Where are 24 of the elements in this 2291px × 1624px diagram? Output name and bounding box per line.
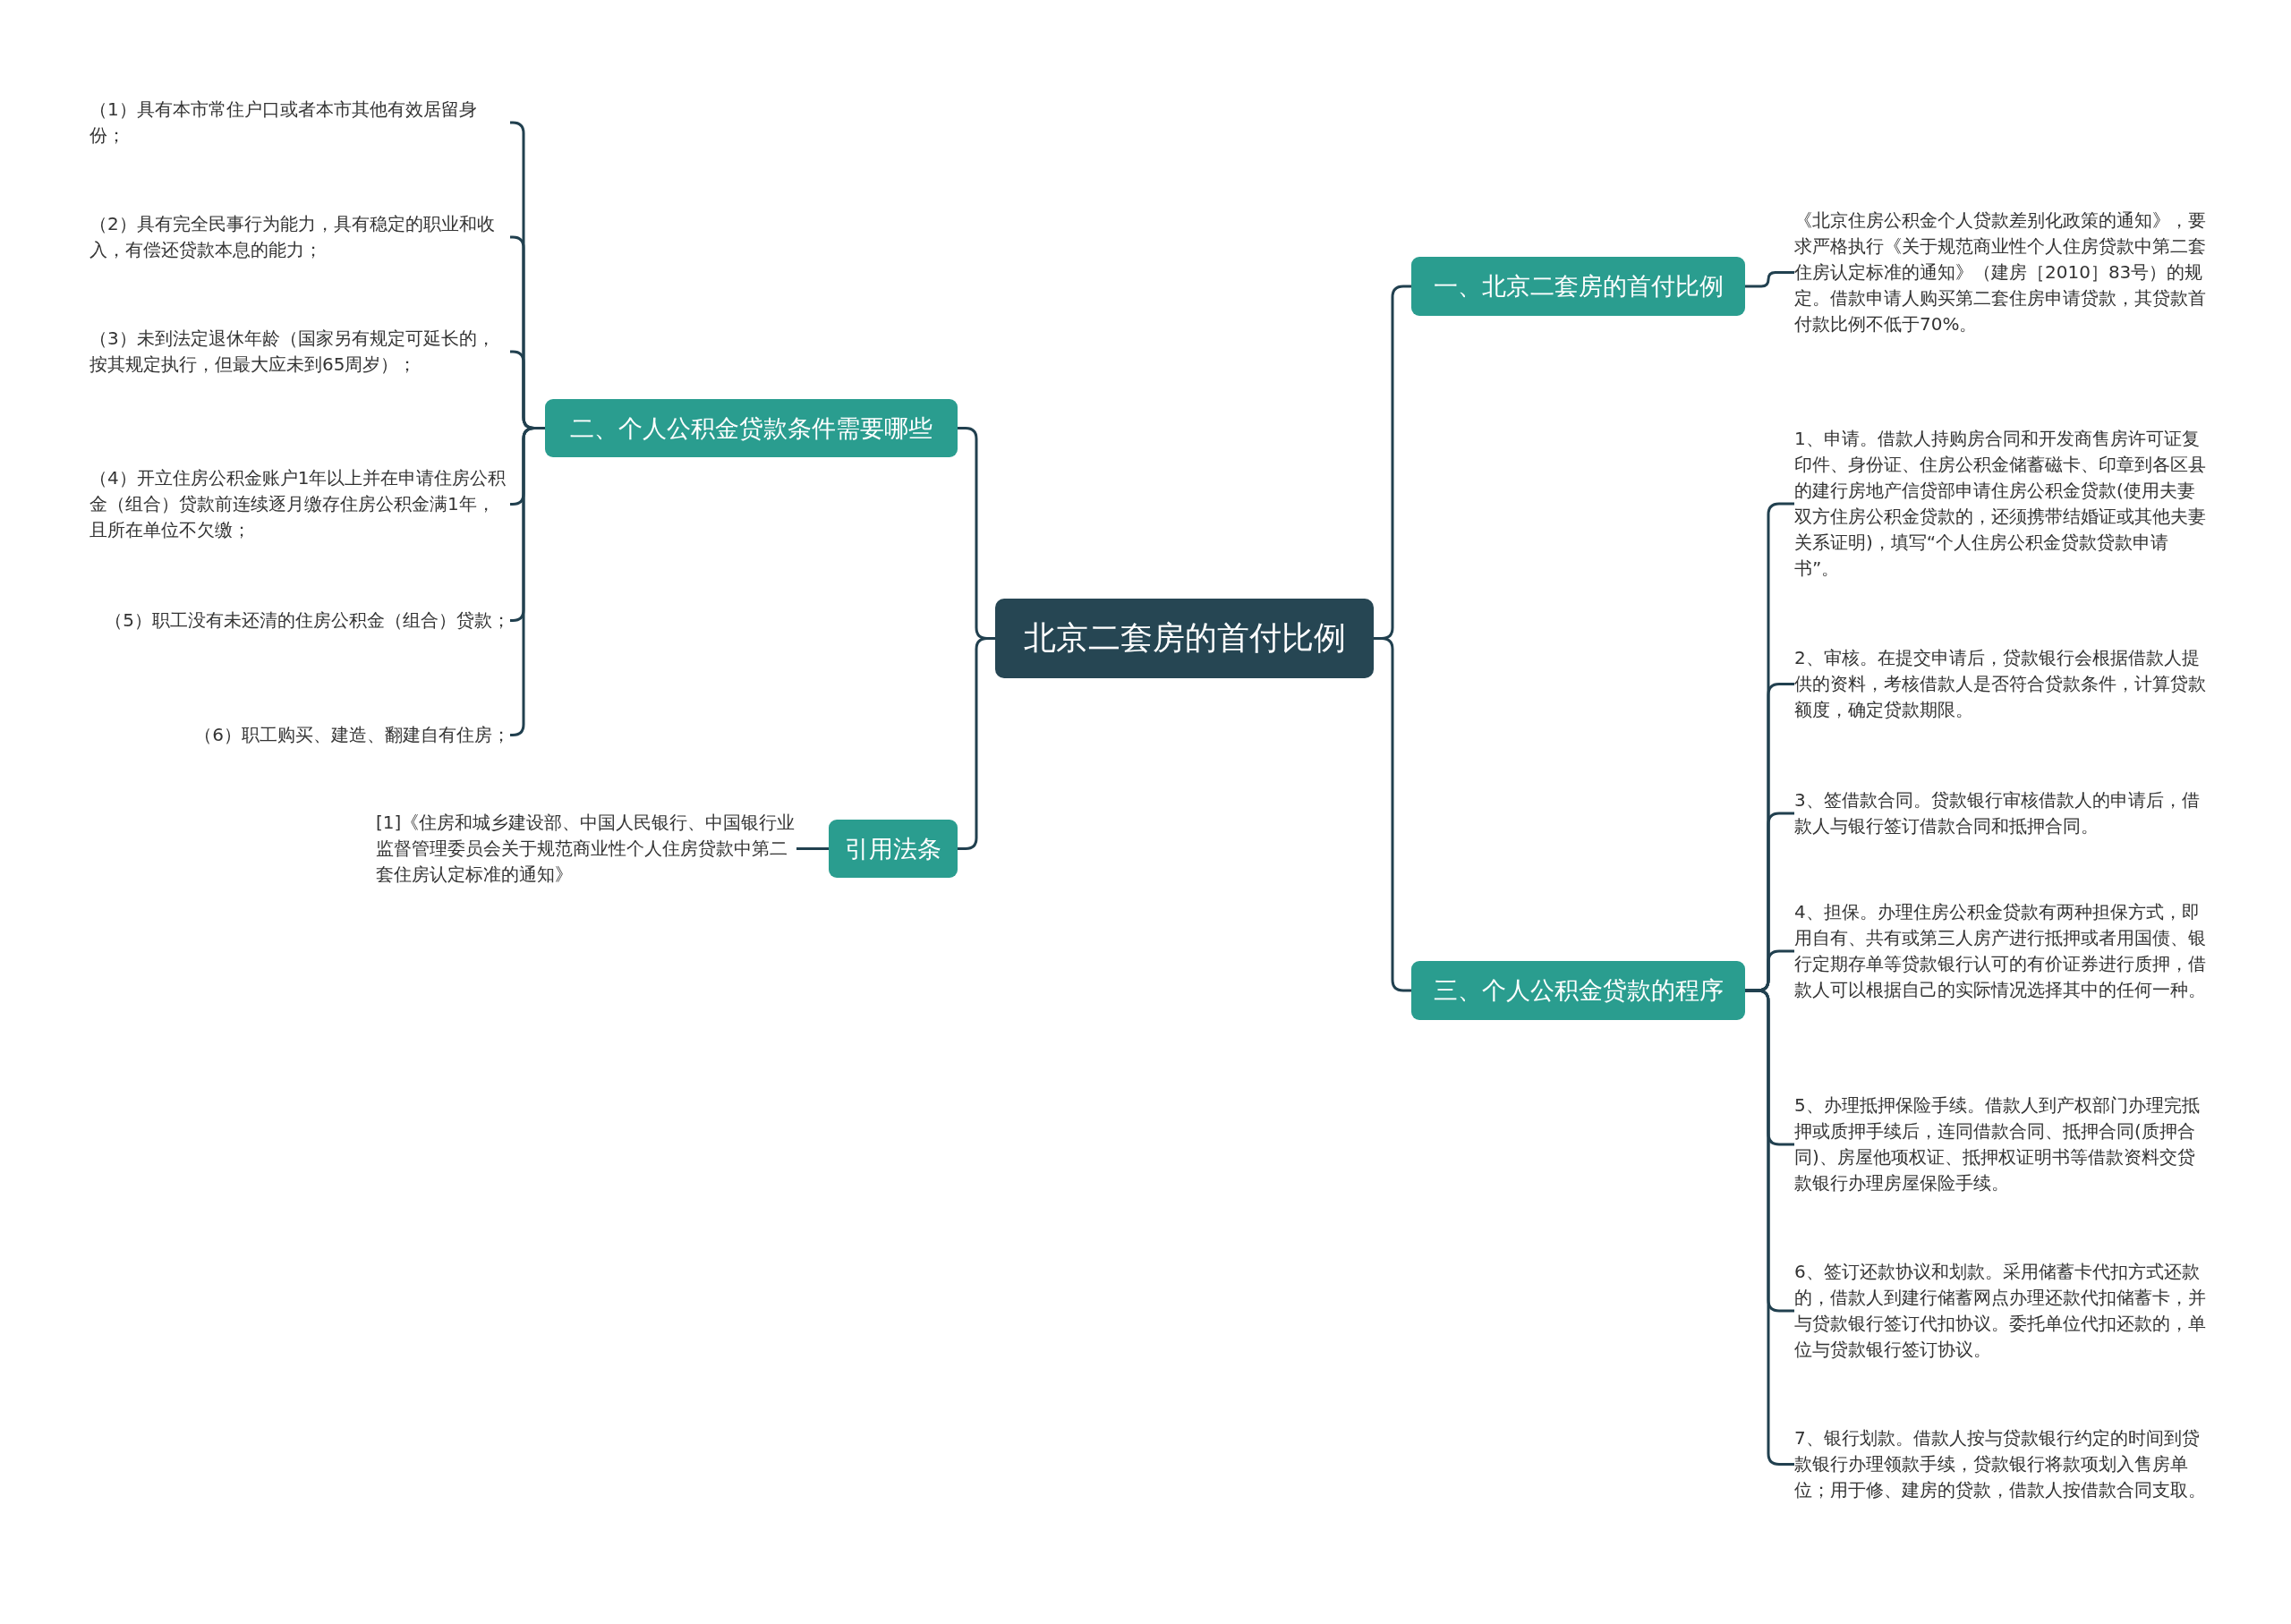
- connector-line: [796, 847, 829, 850]
- topic-text: 4、担保。办理住房公积金贷款有两种担保方式，即用自有、共有或第三人房产进行抵押或者用国债、银行定期存单等贷款银行认可的有价证券进行质押，借款人可以根据自己的实际情况选择其中的任何一种。: [1794, 899, 2208, 1003]
- topic-text: 6、签订还款协议和划款。采用储蓄卡代扣方式还款的，借款人到建行储蓄网点办理还款代扣储蓄卡，并与贷款银行签订代扣协议。委托单位代扣还款的，单位与贷款银行签订协议。: [1794, 1259, 2208, 1363]
- topic-box: 一、北京二套房的首付比例: [1411, 257, 1745, 316]
- topic-text: [1]《住房和城乡建设部、中国人民银行、中国银行业监督管理委员会关于规范商业性个人住房贷款中第二套住房认定标准的通知》: [376, 810, 796, 888]
- topic-text: 2、审核。在提交申请后，贷款银行会根据借款人提供的资料，考核借款人是否符合贷款条件，计算贷款额度，确定贷款期限。: [1794, 645, 2208, 723]
- topic-text: （6）职工购买、建造、翻建自有住房；: [194, 722, 510, 748]
- topic-box: 三、个人公积金贷款的程序: [1411, 961, 1745, 1020]
- topic-text: 5、办理抵押保险手续。借款人到产权部门办理完抵押或质押手续后，连同借款合同、抵押合同(质押合同)、房屋他项权证、抵押权证明书等借款资料交贷款银行办理房屋保险手续。: [1794, 1093, 2208, 1196]
- topic-text: （4）开立住房公积金账户1年以上并在申请住房公积金（组合）贷款前连续逐月缴存住房公积金满1年，且所在单位不欠缴；: [89, 465, 510, 543]
- topic-text: （5）职工没有未还清的住房公积金（组合）贷款；: [105, 608, 510, 633]
- connector-line: [958, 637, 995, 850]
- topic-text: （3）未到法定退休年龄（国家另有规定可延长的，按其规定执行，但最大应未到65周岁）；: [89, 326, 510, 378]
- topic-text: 3、签借款合同。贷款银行审核借款人的申请后，借款人与银行签订借款合同和抵押合同。: [1794, 787, 2208, 839]
- topic-box: 二、个人公积金贷款条件需要哪些: [545, 399, 958, 457]
- connector-line: [1374, 637, 1411, 992]
- central-topic-box: 北京二套房的首付比例: [995, 599, 1374, 678]
- connector-line: [1745, 271, 1794, 288]
- topic-text: （2）具有完全民事行为能力，具有稳定的职业和收入，有偿还贷款本息的能力；: [89, 211, 510, 263]
- topic-text: 1、申请。借款人持购房合同和开发商售房许可证复印件、身份证、住房公积金储蓄磁卡、印章到各区县的建行房地产信贷部申请住房公积金贷款(使用夫妻双方住房公积金贷款的，还须携带结婚证或其他夫妻关系证明)，填写“个人住房公积金贷款贷款申请书”。: [1794, 426, 2208, 582]
- topic-box: 引用法条: [829, 820, 958, 878]
- topic-text: 7、银行划款。借款人按与贷款银行约定的时间到贷款银行办理领款手续，贷款银行将款项划入售房单位；用于修、建房的贷款，借款人按借款合同支取。: [1794, 1425, 2208, 1503]
- topic-text: （1）具有本市常住户口或者本市其他有效居留身份；: [89, 97, 510, 149]
- topic-text: 《北京住房公积金个人贷款差别化政策的通知》，要求严格执行《关于规范商业性个人住房贷款中第二套住房认定标准的通知》（建房［2010］83号）的规定。借款申请人购买第二套住房申请贷款，其贷款首付款比例不低于70%。: [1794, 208, 2208, 337]
